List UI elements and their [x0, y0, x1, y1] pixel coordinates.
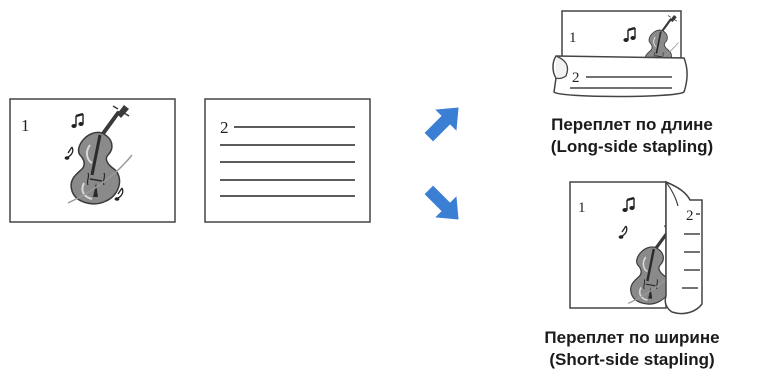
page-number-2: 2: [572, 70, 580, 86]
page-number-2: 2: [686, 208, 694, 224]
long-side-title: Переплет по длине: [551, 115, 713, 134]
long-side-subtitle: (Long-side stapling): [550, 137, 714, 156]
text-lines: [220, 126, 355, 197]
page-number-1: 1: [569, 30, 577, 46]
short-side-stapling-illustration: 1 2: [569, 180, 703, 315]
text-lines: [682, 213, 700, 289]
short-side-title: Переплет по ширине: [544, 328, 720, 347]
page-number-1: 1: [578, 200, 586, 216]
long-side-caption: Переплет по длине (Long-side stapling): [507, 114, 757, 158]
arrow-up-right-icon: [424, 107, 459, 142]
page-number-2: 2: [220, 118, 229, 137]
short-side-subtitle: (Short-side stapling): [549, 350, 715, 369]
long-side-stapling-illustration: 1 2: [552, 10, 688, 98]
source-page-2: 2: [204, 98, 371, 223]
arrow-down-right-icon: [424, 185, 459, 220]
source-page-1: 1: [9, 98, 176, 223]
text-lines: [570, 76, 672, 89]
page-number-1: 1: [21, 116, 30, 135]
short-side-caption: Переплет по ширине (Short-side stapling): [507, 327, 757, 371]
